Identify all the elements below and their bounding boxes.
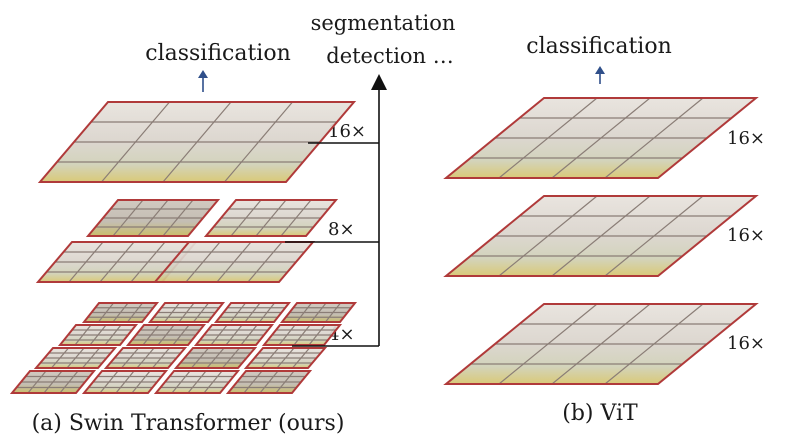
swin-small-window <box>225 370 313 394</box>
patch-grid-line <box>604 195 704 277</box>
tile-border <box>243 347 328 369</box>
tile-border <box>57 324 139 346</box>
vit-panel: classification 16× 16× 16× (b) ViT <box>443 34 765 426</box>
swin-small-window <box>9 370 97 394</box>
patch-grid-line <box>172 324 190 346</box>
swin-small-window <box>103 347 188 369</box>
swin-small-window <box>213 302 292 323</box>
patch-grid-line <box>104 324 122 346</box>
swin-small-window <box>81 370 169 394</box>
patch-grid-line <box>292 347 310 369</box>
tile-border <box>85 199 221 237</box>
tile-border <box>261 324 343 346</box>
swin-caption: (a) Swin Transformer (ours) <box>32 411 345 436</box>
patch-grid-line <box>162 199 194 237</box>
patch-grid-line <box>240 324 258 346</box>
swin-small-window <box>261 324 343 346</box>
swin-small-window <box>147 302 226 323</box>
patch-grid-line <box>280 199 312 237</box>
patch-grid-line <box>604 303 704 385</box>
swin-layer-4x <box>9 302 358 394</box>
patch-grid-line <box>308 324 326 346</box>
vit-caption: (b) ViT <box>562 401 638 426</box>
tile-border <box>443 303 759 385</box>
patch-grid-line <box>152 347 170 369</box>
patch-grid-line <box>82 347 100 369</box>
tile-border <box>125 324 207 346</box>
patch-grid-line <box>130 241 166 283</box>
patch-grid-line <box>59 370 79 394</box>
swin-small-window <box>125 324 207 346</box>
swin-window <box>203 199 339 237</box>
swin-detection-label: detection … <box>326 44 454 68</box>
tile-border <box>225 370 313 394</box>
tile-border <box>213 302 292 323</box>
patch-grid-line <box>604 97 704 179</box>
swin-layer-16x <box>37 101 357 183</box>
swin-segmentation-label: segmentation <box>311 11 456 35</box>
tile-border <box>81 302 160 323</box>
patch-grid-line <box>247 241 283 283</box>
vit-layer-bottom <box>443 303 759 385</box>
tile-border <box>81 370 169 394</box>
vit-layer-mid <box>443 195 759 277</box>
tile-border <box>279 302 358 323</box>
swin-transformer-panel: classification segmentation detection … … <box>9 11 456 436</box>
patch-grid-line <box>193 302 209 323</box>
vit-scale-bottom: 16× <box>727 333 765 354</box>
patch-grid-line <box>224 101 293 183</box>
tile-border <box>37 101 357 183</box>
swin-small-window <box>81 302 160 323</box>
swin-small-window <box>173 347 258 369</box>
vit-scale-mid: 16× <box>727 225 765 246</box>
vit-up-arrow-head-icon <box>595 66 605 74</box>
tile-border <box>193 324 275 346</box>
patch-grid-line <box>127 302 143 323</box>
swin-window <box>85 199 221 237</box>
patch-grid-line <box>222 347 240 369</box>
tile-border <box>103 347 188 369</box>
patch-grid-line <box>203 370 223 394</box>
swin-small-window <box>153 370 241 394</box>
patch-grid-line <box>275 370 295 394</box>
tile-border <box>443 97 759 179</box>
tile-border <box>203 199 339 237</box>
swin-small-window <box>57 324 139 346</box>
vit-scale-top: 16× <box>727 128 765 149</box>
swin-layer-8x <box>35 199 339 283</box>
tile-border <box>443 195 759 277</box>
tile-border <box>147 302 226 323</box>
vit-classification-label: classification <box>526 34 672 59</box>
patch-grid-line <box>131 370 151 394</box>
swin-classification-label: classification <box>145 41 291 66</box>
swin-small-window <box>243 347 328 369</box>
swin-scale-8x: 8× <box>328 219 355 240</box>
vit-layer-top <box>443 97 759 179</box>
tile-border <box>9 370 97 394</box>
patch-grid-line <box>259 302 275 323</box>
swin-small-window <box>33 347 118 369</box>
patch-grid-line <box>325 302 341 323</box>
swin-scale-16x: 16× <box>328 121 366 142</box>
tile-border <box>173 347 258 369</box>
tile-border <box>153 370 241 394</box>
tile-border <box>33 347 118 369</box>
swin-small-window <box>279 302 358 323</box>
up-arrow-head-icon <box>198 70 208 78</box>
swin-small-window <box>193 324 275 346</box>
